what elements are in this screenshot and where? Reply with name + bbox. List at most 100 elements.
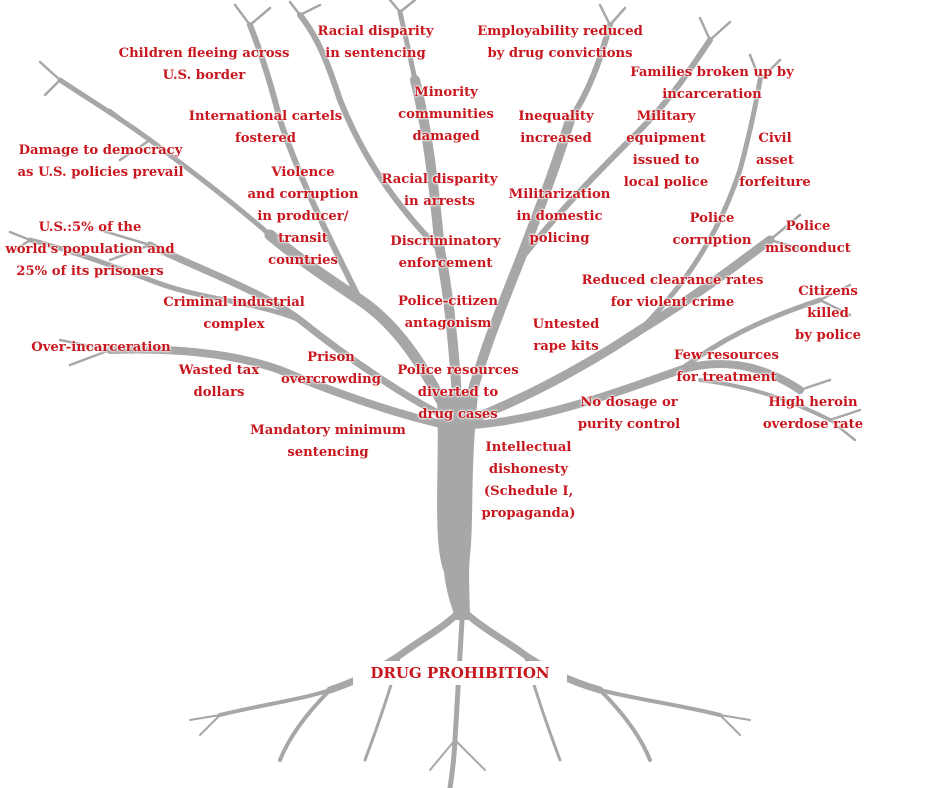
label-line: Violence — [271, 165, 335, 180]
consequence-violence-corruption: Violence and corruption in producer/ tra… — [238, 162, 368, 272]
consequence-civil-asset-forfeiture: Civil asset forfeiture — [730, 128, 820, 194]
label-line: misconduct — [765, 241, 851, 256]
label-line: equipment — [626, 131, 706, 146]
consequence-us-prisoners: U.S.:5% of the world's population and 25… — [2, 217, 178, 283]
label-line: incarceration — [662, 87, 762, 102]
label-line: for violent crime — [610, 295, 735, 310]
consequence-wasted-tax-dollars: Wasted tax dollars — [168, 360, 270, 404]
consequence-families-broken: Families broken up by incarceration — [617, 62, 807, 106]
label-line: Criminal industrial — [163, 295, 305, 310]
consequence-over-incarceration: Over-incarceration — [22, 337, 180, 359]
label-line: issued to — [632, 153, 700, 168]
label-line: 25% of its prisoners — [16, 264, 164, 279]
label-line: Militarization — [508, 187, 611, 202]
consequence-intellectual-dishonesty: Intellectual dishonesty (Schedule I, pro… — [476, 437, 581, 525]
label-line: sentencing — [287, 445, 369, 460]
label-line: countries — [268, 253, 338, 268]
label-line: drug cases — [418, 407, 498, 422]
label-line: Children fleeing across — [118, 46, 290, 61]
label-line: Police — [689, 211, 735, 226]
consequence-high-heroin-overdose: High heroin overdose rate — [752, 392, 874, 436]
label-line: policing — [529, 231, 590, 246]
consequence-police-resources-diverted: Police resources diverted to drug cases — [390, 360, 526, 426]
label-line: dishonesty — [488, 462, 569, 477]
consequence-racial-disparity-sentencing: Racial disparity in sentencing — [308, 21, 443, 65]
label-line: communities — [398, 107, 494, 122]
label-line: in domestic — [516, 209, 603, 224]
label-line: Employability reduced — [477, 24, 643, 39]
consequence-police-citizen-antagonism: Police-citizen antagonism — [388, 291, 508, 335]
label-line: U.S. border — [162, 68, 246, 83]
label-line: in sentencing — [325, 46, 426, 61]
label-line: Police-citizen — [398, 294, 498, 309]
tree-branches — [8, 0, 862, 442]
label-line: rape kits — [533, 339, 599, 354]
label-line: Families broken up by — [630, 65, 794, 80]
label-line: diverted to — [417, 385, 499, 400]
label-line: Few resources — [674, 348, 779, 363]
label-line: fostered — [235, 131, 296, 146]
label-line: local police — [623, 175, 709, 190]
label-line: Reduced clearance rates — [581, 273, 764, 288]
consequence-police-corruption: Police corruption — [662, 208, 762, 252]
consequence-prison-overcrowding: Prison overcrowding — [272, 347, 390, 391]
label-line: Racial disparity — [317, 24, 434, 39]
label-line: overdose rate — [762, 417, 864, 432]
label-line: Military — [636, 109, 696, 124]
label-line: by police — [795, 328, 861, 343]
tree-trunk — [437, 395, 478, 620]
label-line: forfeiture — [739, 175, 811, 190]
label-line: world's population and — [5, 242, 175, 257]
consequence-reduced-clearance: Reduced clearance rates for violent crim… — [575, 270, 770, 314]
label-line: in producer/ — [257, 209, 349, 224]
label-line: No dosage or — [580, 395, 678, 410]
consequence-discriminatory-enforcement: Discriminatory enforcement — [383, 231, 508, 275]
label-line: Damage to democracy — [18, 143, 183, 158]
label-line: and corruption — [247, 187, 359, 202]
label-line: corruption — [672, 233, 752, 248]
label-line: (Schedule I, — [483, 484, 574, 499]
label-line: Racial disparity — [381, 172, 498, 187]
consequence-citizens-killed: Citizens killed by police — [778, 281, 878, 347]
label-line: by drug convictions — [487, 46, 633, 61]
label-line: Mandatory minimum — [250, 423, 406, 438]
label-line: Civil — [758, 131, 792, 146]
consequence-untested-rape-kits: Untested rape kits — [520, 314, 612, 358]
label-line: enforcement — [398, 256, 493, 271]
label-line: Discriminatory — [390, 234, 501, 249]
label-line: Minority — [414, 85, 478, 100]
label-line: Police — [785, 219, 831, 234]
consequence-inequality-increased: Inequality increased — [506, 106, 606, 150]
label-line: Intellectual — [485, 440, 572, 455]
label-line: killed — [807, 306, 849, 321]
label-line: complex — [203, 317, 265, 332]
consequence-mandatory-minimum: Mandatory minimum sentencing — [248, 420, 408, 464]
label-line: increased — [520, 131, 592, 146]
label-line: for treatment — [676, 370, 777, 385]
consequence-no-dosage-control: No dosage or purity control — [570, 392, 688, 436]
label-line: in arrests — [404, 194, 475, 209]
consequence-military-equipment: Military equipment issued to local polic… — [616, 106, 716, 194]
tree-roots — [189, 611, 751, 788]
consequence-damage-to-democracy: Damage to democracy as U.S. policies pre… — [8, 140, 193, 184]
label-line: Over-incarceration — [31, 340, 171, 355]
label-line: antagonism — [404, 316, 492, 331]
consequence-police-misconduct: Police misconduct — [758, 216, 858, 260]
label-line: transit — [278, 231, 328, 246]
label-line: Citizens — [798, 284, 858, 299]
label-line: Inequality — [518, 109, 594, 124]
consequence-employability-reduced: Employability reduced by drug conviction… — [470, 21, 650, 65]
consequence-criminal-industrial-complex: Criminal industrial complex — [150, 292, 318, 336]
consequence-international-cartels: International cartels fostered — [178, 106, 353, 150]
label-line: High heroin — [768, 395, 858, 410]
label-line: Police resources — [397, 363, 519, 378]
consequence-militarization: Militarization in domestic policing — [497, 184, 622, 250]
label-line: dollars — [193, 385, 245, 400]
label-line: asset — [756, 153, 794, 168]
consequence-racial-disparity-arrests: Racial disparity in arrests — [372, 169, 507, 213]
label-line: U.S.:5% of the — [38, 220, 142, 235]
label-line: overcrowding — [281, 372, 381, 387]
label-line: as U.S. policies prevail — [17, 165, 184, 180]
consequence-minority-communities: Minority communities damaged — [381, 82, 511, 148]
